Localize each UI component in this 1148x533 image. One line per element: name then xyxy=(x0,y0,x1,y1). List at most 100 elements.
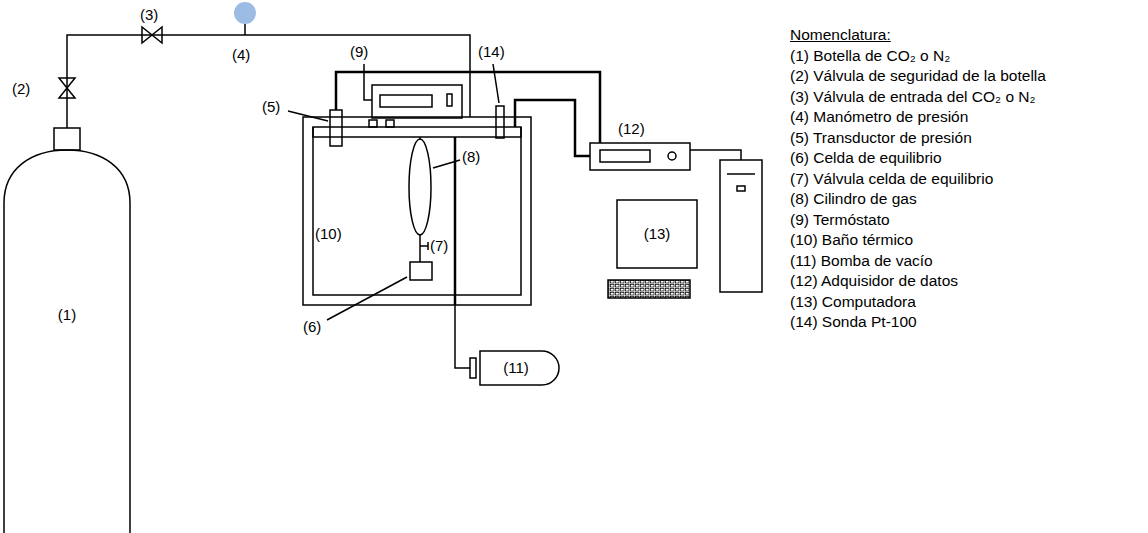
label-anchor: (11) Bomba de vacío xyxy=(790,252,933,270)
nomenclature-entry: (10) Baño térmico xyxy=(790,231,913,249)
gas-line xyxy=(67,35,470,128)
thermostat-display xyxy=(380,95,432,107)
nomenclature-entry: (6) Celda de equilibrio xyxy=(790,149,942,167)
callout-number: (12) xyxy=(618,120,645,138)
vacuum-line xyxy=(454,137,457,305)
callout-number: (1) xyxy=(58,306,76,324)
label-anchor: (2) Válvula de seguridad de la botella xyxy=(790,67,1046,85)
pressure-transducer xyxy=(330,110,342,146)
vacuum-pump-shape xyxy=(470,351,559,385)
label-anchor: (3) xyxy=(140,6,158,24)
thermostat-box xyxy=(372,85,462,118)
lid-knob xyxy=(386,120,394,127)
label-anchor: (9) Termóstato xyxy=(790,211,890,229)
label-anchor: (5) Transductor de presión xyxy=(790,129,972,147)
nomenclature-entry: (5) Transductor de presión xyxy=(790,129,972,147)
thermal-bath-part xyxy=(303,117,531,305)
signal-wire xyxy=(515,100,590,156)
drive-slot xyxy=(727,173,755,175)
label-anchor: (8) Cilindro de gas xyxy=(790,190,917,208)
signal-wire xyxy=(336,72,600,143)
nomenclature-entry: (11) Bomba de vacío xyxy=(790,252,933,270)
leader-line xyxy=(364,64,372,100)
nomenclature-entry: (3) Válvula de entrada del CO₂ o N₂ xyxy=(790,88,1036,106)
nomenclature-entry: (9) Termóstato xyxy=(790,211,890,229)
nomenclature-entry: (2) Válvula de seguridad de la botella xyxy=(790,67,1046,85)
label-anchor: (13) Computadora xyxy=(790,293,916,311)
equilibrium-cell xyxy=(410,262,432,280)
nomenclature-entry: (1) Botella de CO₂ o N₂ xyxy=(790,47,950,65)
callout-number: (11) xyxy=(503,359,529,377)
callout-number: (5) xyxy=(262,98,280,116)
computer-tower xyxy=(720,160,762,292)
gas-cylinder xyxy=(409,139,431,235)
gas-bottle-outline xyxy=(2,128,132,533)
label-anchor: (6) xyxy=(303,318,321,336)
label-anchor: (9) xyxy=(350,43,368,61)
nomenclature-entry: (4) Manómetro de presión xyxy=(790,108,968,126)
gas-bottle-shape xyxy=(4,128,130,533)
label-anchor: (14) Sonda Pt-100 xyxy=(790,313,917,331)
label-anchor: (14) xyxy=(478,43,505,61)
computer-monitor-shape xyxy=(617,200,697,268)
gauge-stem xyxy=(244,24,246,35)
vacuum-pump-part xyxy=(470,358,476,378)
label-anchor: (4) xyxy=(232,46,250,64)
callout-number: (6) xyxy=(303,318,321,336)
callout-number: (10) xyxy=(315,225,342,243)
vacuum-pump: (11) xyxy=(470,350,562,386)
label-anchor: (8) xyxy=(462,148,480,166)
label-anchor: (6) Celda de equilibrio xyxy=(790,149,942,167)
nomenclature-entry: (13) Computadora xyxy=(790,293,916,311)
data-cable xyxy=(690,150,741,160)
label-anchor: (10) Baño térmico xyxy=(790,231,913,249)
leader-line xyxy=(493,64,499,103)
nomenclature-entry: (8) Cilindro de gas xyxy=(790,190,917,208)
label-anchor: (12) xyxy=(618,120,645,138)
logger-knob xyxy=(668,152,676,160)
thermal-bath: (10) xyxy=(303,117,531,305)
thermal-bath-part xyxy=(313,127,521,295)
callout-number: (3) xyxy=(140,6,158,24)
label-anchor: (12) Adquisidor de datos xyxy=(790,272,958,290)
nomenclature-heading: Nomenclatura: xyxy=(790,26,891,44)
keyboard xyxy=(608,280,690,298)
nomenclature-entry: (7) Válvula celda de equilibrio xyxy=(790,170,993,188)
gas-bottle: (1) xyxy=(2,128,132,533)
thermostat-switch xyxy=(447,94,452,106)
computer-monitor-part xyxy=(617,200,697,268)
gas-bottle-part xyxy=(4,150,130,533)
nomenclature-entry: (12) Adquisidor de datos xyxy=(790,272,958,290)
gas-bottle-part xyxy=(54,128,80,150)
thermal-bath-outline xyxy=(303,117,531,305)
callout-number: (4) xyxy=(232,46,250,64)
label-anchor: (7) xyxy=(430,237,448,255)
label-anchor: (7) Válvula celda de equilibrio xyxy=(790,170,993,188)
computer-monitor: (13) xyxy=(617,200,697,268)
label-anchor: (3) Válvula de entrada del CO₂ o N₂ xyxy=(790,88,1036,106)
lid-knob xyxy=(369,120,377,127)
vacuum-pump-part xyxy=(480,351,559,385)
gas-line xyxy=(455,305,470,368)
callout-number: (7) xyxy=(430,237,448,255)
data-logger xyxy=(590,143,690,170)
logger-display xyxy=(600,150,650,162)
leader-line xyxy=(327,277,407,320)
leader-line xyxy=(288,111,328,121)
pressure-gauge xyxy=(234,2,256,24)
thermal-bath-part xyxy=(313,127,521,137)
label-anchor: Nomenclatura: xyxy=(790,26,891,44)
label-anchor: (5) xyxy=(262,98,280,116)
callout-number: (9) xyxy=(350,43,368,61)
callout-number: (8) xyxy=(462,148,480,166)
cell-valve xyxy=(420,242,428,250)
label-anchor: (2) xyxy=(12,80,30,98)
callout-number: (13) xyxy=(644,225,671,243)
gas-tube xyxy=(419,235,421,262)
callout-number: (14) xyxy=(478,43,505,61)
pt100-probe xyxy=(496,106,504,138)
callout-number: (2) xyxy=(12,80,30,98)
nomenclature-entry: (14) Sonda Pt-100 xyxy=(790,313,917,331)
label-anchor: (4) Manómetro de presión xyxy=(790,108,968,126)
